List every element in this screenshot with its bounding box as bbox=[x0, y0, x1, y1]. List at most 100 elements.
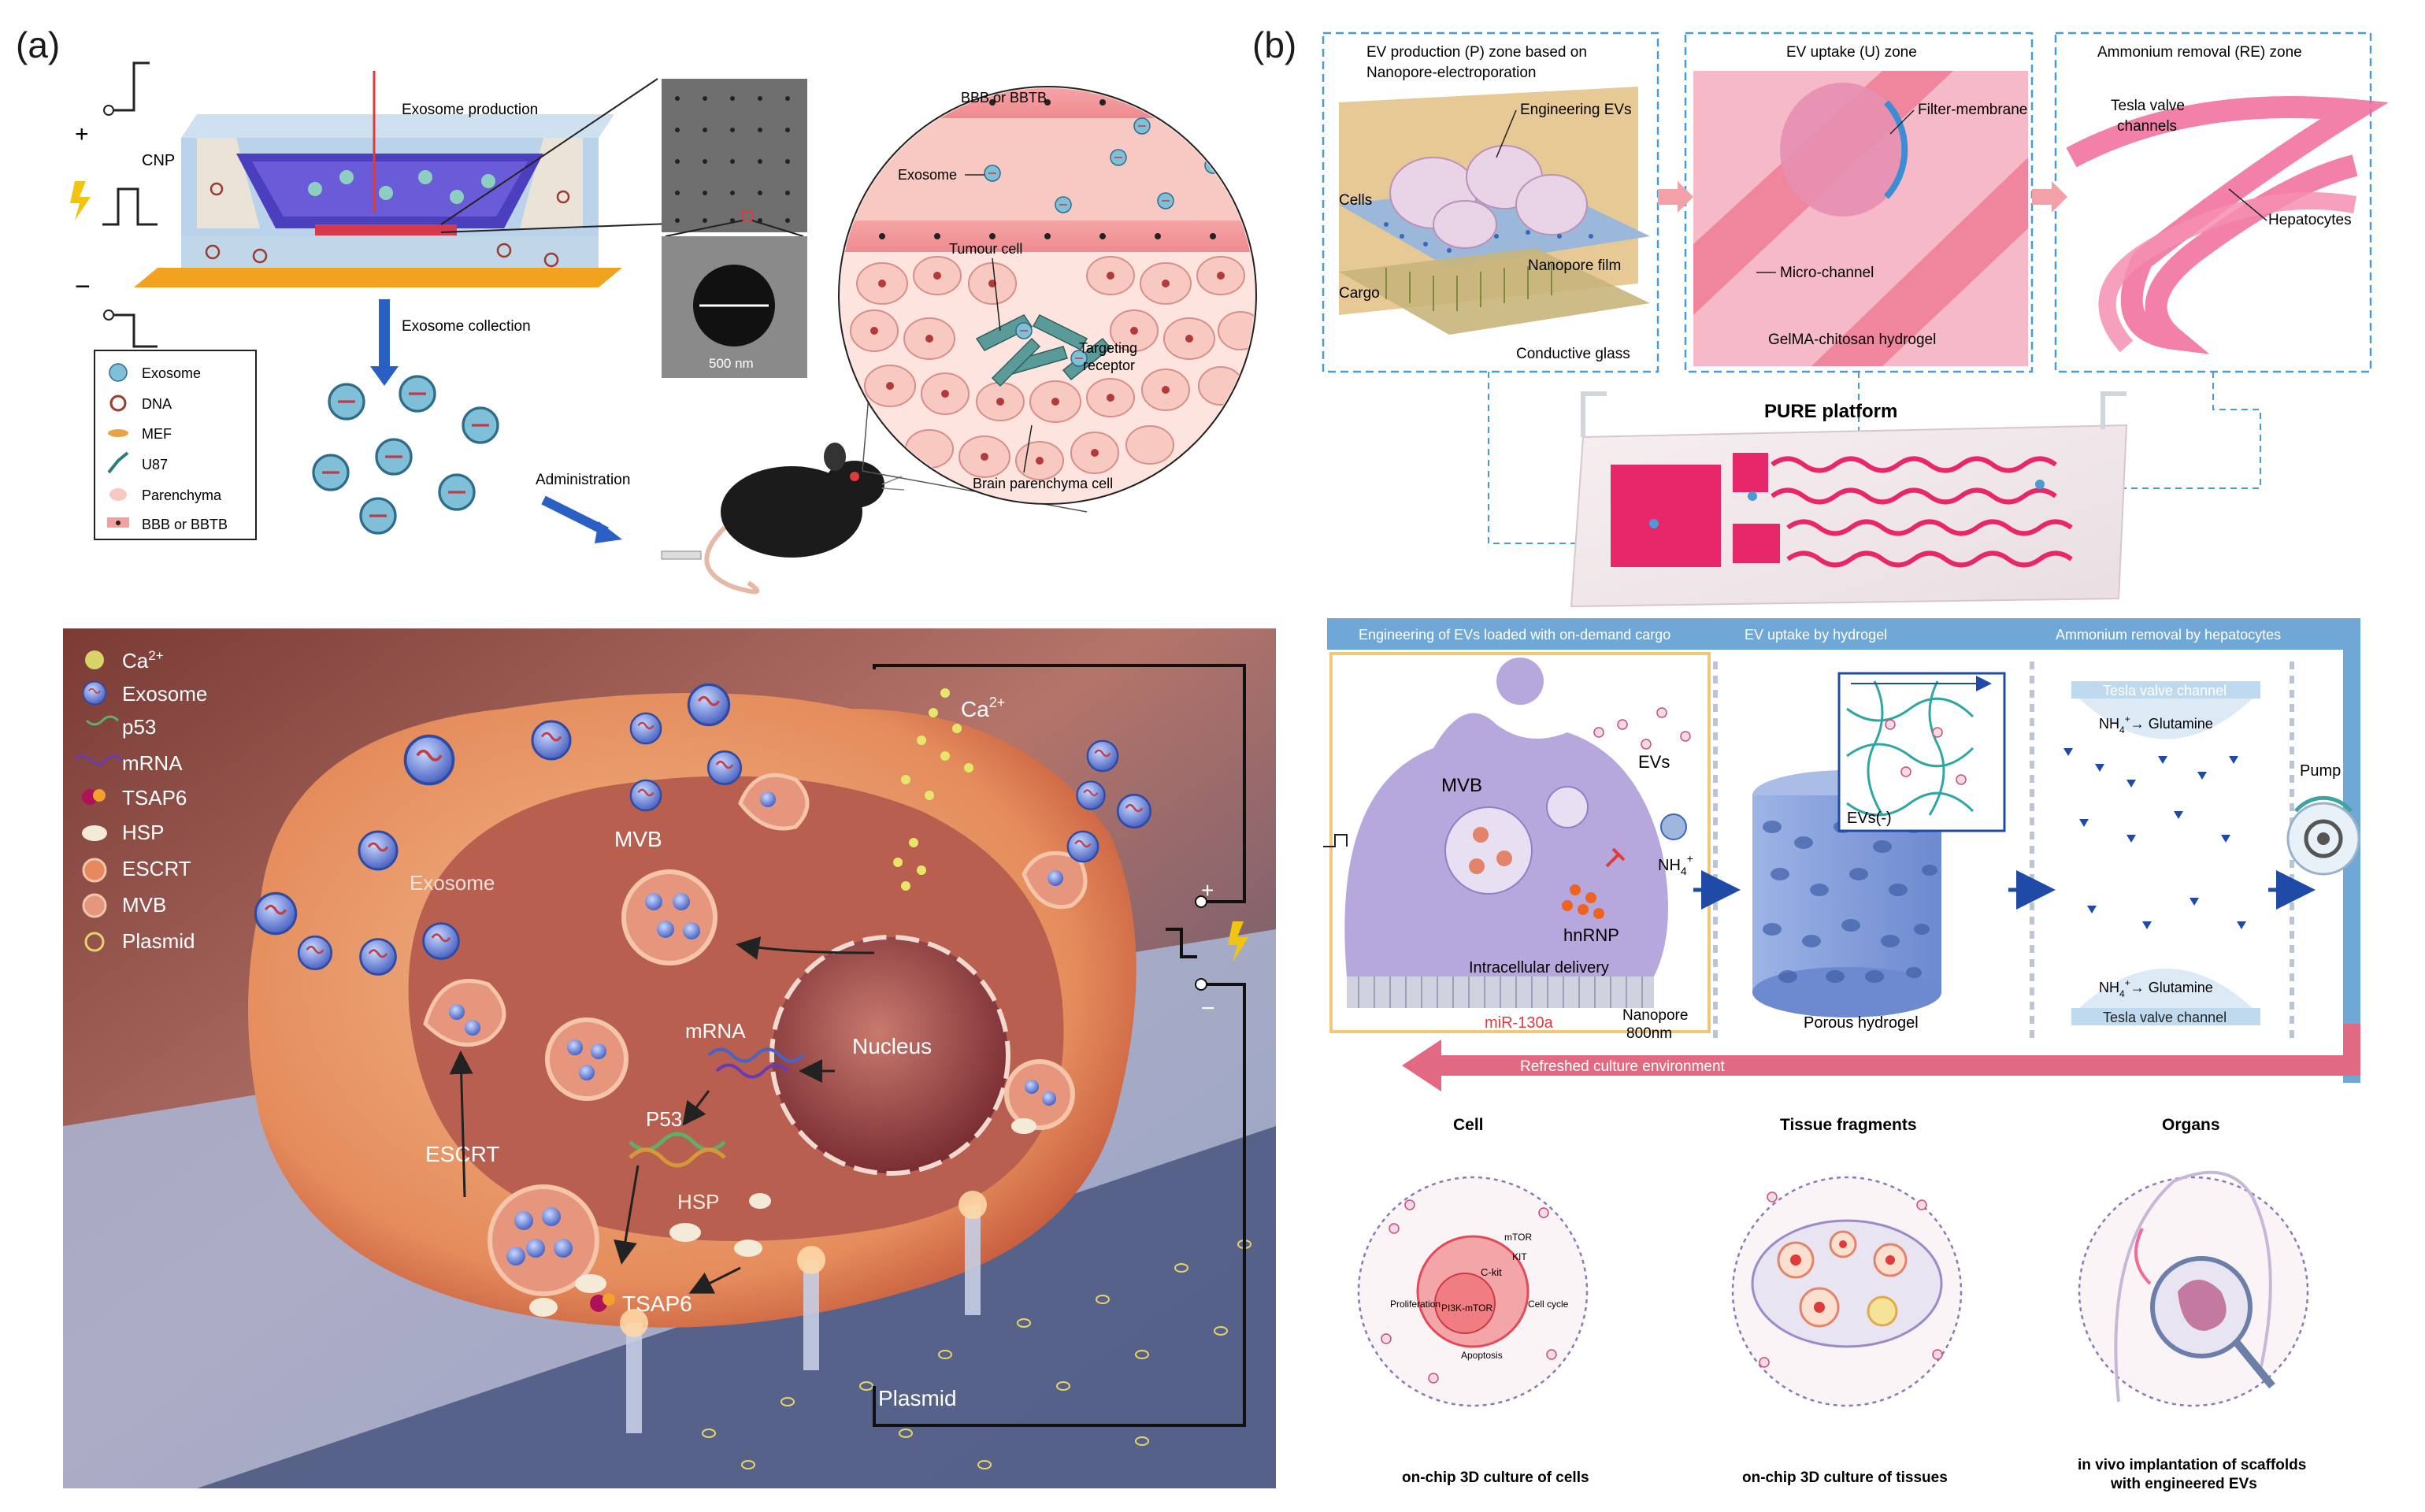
legend-bbb-dot bbox=[116, 521, 121, 525]
device-wall-left bbox=[197, 138, 260, 228]
tsap6-icon bbox=[603, 1293, 615, 1306]
mrna-label: mRNA bbox=[685, 1019, 746, 1043]
p53-helix bbox=[628, 1147, 726, 1168]
cell-cycle-label: Cell cycle bbox=[1528, 1299, 1569, 1310]
tubing bbox=[1581, 391, 1607, 437]
legend-item: p53 bbox=[122, 715, 156, 739]
tesla-channels bbox=[1771, 456, 2073, 568]
legend-item: MVB bbox=[122, 893, 166, 917]
legend-p53-icon bbox=[85, 715, 120, 726]
pump-label: Pump bbox=[2300, 762, 2341, 780]
hydrogel-inset bbox=[1837, 672, 2006, 832]
hsp-label: HSP bbox=[677, 1190, 719, 1214]
hepatocyte-dome bbox=[2079, 969, 2253, 1008]
pathway-arrow bbox=[688, 1266, 741, 1294]
tesla-valve-channel bbox=[2098, 192, 2356, 353]
pulse-icon bbox=[102, 187, 158, 226]
device-top bbox=[181, 114, 614, 138]
nanopores bbox=[1384, 222, 1593, 253]
ev bbox=[1469, 858, 1485, 874]
legend-item: Ca2+ bbox=[122, 648, 164, 673]
nucleus bbox=[772, 937, 1008, 1173]
header-1: Engineering of EVs loaded with on-demand… bbox=[1359, 627, 1670, 643]
panel-b-bottom: Engineering of EVs loaded with on-demand… bbox=[1323, 618, 2360, 1492]
conductive-glass bbox=[1339, 248, 1650, 335]
minus-sign: − bbox=[1201, 995, 1215, 1021]
zoom-box bbox=[742, 210, 753, 221]
ev bbox=[1473, 827, 1489, 843]
dna-circle bbox=[252, 248, 268, 264]
hydrogel-bottom bbox=[1752, 967, 1941, 1017]
targeting-label-2: receptor bbox=[1083, 358, 1135, 373]
porous-hydrogel-label: Porous hydrogel bbox=[1804, 1014, 1919, 1032]
nanopore-label-1: Nanopore bbox=[1622, 1007, 1688, 1024]
u-zone-title: EV uptake (U) zone bbox=[1786, 44, 1917, 61]
vesicle bbox=[481, 174, 495, 188]
connector-line bbox=[2024, 372, 2261, 489]
mrna-strand bbox=[715, 1063, 789, 1079]
administration-arrow bbox=[541, 495, 609, 536]
tubing bbox=[2101, 391, 2127, 429]
legend-item: BBB or BBTB bbox=[142, 517, 228, 532]
hydrogel-pores bbox=[1763, 821, 1937, 983]
organs-title: Organs bbox=[2162, 1116, 2220, 1134]
p53-label: P53 bbox=[646, 1107, 682, 1131]
sem-image-top bbox=[662, 79, 807, 232]
legend-item: ESCRT bbox=[122, 857, 191, 880]
micro-channel-label: Micro-channel bbox=[1780, 265, 1874, 281]
zoom-line bbox=[440, 78, 658, 225]
p-zone-title-2: Nanopore-electroporation bbox=[1366, 65, 1536, 81]
nh4-icon bbox=[1660, 813, 1687, 840]
hnrnp-label: hnRNP bbox=[1563, 925, 1619, 945]
legend-tsap6-icon bbox=[93, 789, 106, 802]
tesla-label-2: channels bbox=[2117, 118, 2177, 135]
scale-label: 500 nm bbox=[709, 356, 754, 371]
tesla-valve-label-top: Tesla valve channel bbox=[2103, 683, 2227, 699]
filter-membrane-label: Filter-membrane bbox=[1918, 102, 2027, 118]
legend-item: mRNA bbox=[122, 751, 183, 775]
device-base bbox=[134, 268, 622, 287]
exosome bbox=[1042, 1091, 1056, 1106]
panel-a-top: + − CNP Exosome production bbox=[70, 61, 1257, 595]
exosome-label: Exosome bbox=[410, 871, 495, 895]
nanopore-label-2: 800nm bbox=[1626, 1025, 1672, 1042]
lightning-icon bbox=[1228, 921, 1248, 962]
terminal-plus bbox=[103, 105, 114, 116]
legend-parenchyma-icon bbox=[109, 488, 127, 501]
refresh-arrow-body bbox=[1441, 1055, 2355, 1076]
tesla-valve-channel bbox=[2066, 96, 2389, 354]
apoptosis-label: Apoptosis bbox=[1461, 1350, 1503, 1361]
sem-pores bbox=[675, 96, 790, 223]
hepatocyte-dome bbox=[2079, 699, 2253, 739]
exosome bbox=[1025, 1080, 1039, 1094]
pump-arrow bbox=[2294, 795, 2353, 813]
plus-sign: + bbox=[75, 121, 89, 147]
hydrogel-network bbox=[1846, 680, 1974, 817]
free-evs bbox=[1593, 707, 1691, 750]
evs-minus-label: EVs(-) bbox=[1847, 810, 1892, 827]
connector-dot bbox=[1649, 519, 1659, 528]
header-bar bbox=[1327, 618, 2359, 650]
legend-mvb-icon bbox=[82, 893, 107, 918]
leader-line bbox=[1023, 424, 1033, 473]
targeting-label-1: Targeting bbox=[1079, 340, 1137, 356]
evs-label: EVs bbox=[1638, 752, 1670, 772]
nanopore-film-label: Nanopore film bbox=[1528, 258, 1621, 274]
tesla-label-1: Tesla valve bbox=[2111, 98, 2185, 114]
nh4-glutamine-bottom: NH4+→ Glutamine bbox=[2099, 977, 2213, 999]
panel-a-bottom-legend: Ca2+ Exosome p53 mRNA TSAP6 HSP ESCRT MV… bbox=[73, 648, 207, 953]
mouse-illustration bbox=[661, 443, 905, 595]
exosome bbox=[449, 1004, 465, 1020]
mvb-exosomes bbox=[645, 893, 700, 939]
pathway-arrow bbox=[614, 1165, 640, 1265]
legend-exosome-icon bbox=[82, 680, 107, 706]
legend-item: Exosome bbox=[142, 365, 201, 381]
circuit-wire bbox=[873, 664, 1246, 903]
leader-line bbox=[1889, 109, 1915, 135]
caption-1: on-chip 3D culture of cells bbox=[1402, 1469, 1589, 1486]
dna-circle bbox=[543, 252, 559, 268]
nh4-glutamine-top: NH4+→ Glutamine bbox=[2099, 713, 2213, 736]
platform-label: PURE platform bbox=[1764, 401, 1897, 422]
bbb-label: BBB or BBTB bbox=[961, 90, 1047, 106]
